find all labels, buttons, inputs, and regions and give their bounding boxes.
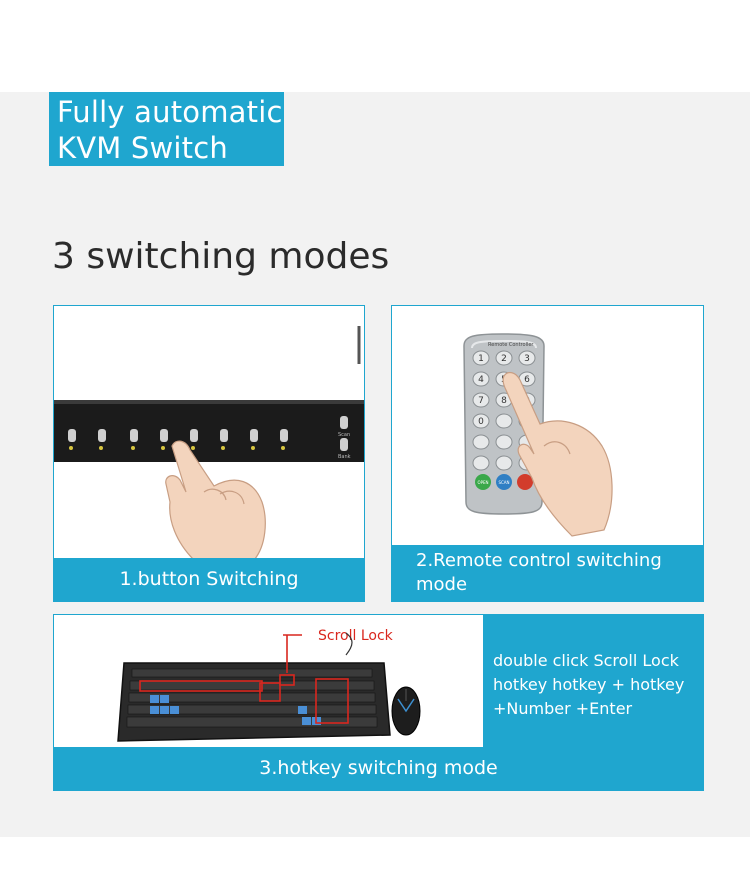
kvm-device-illustration: Scan Bank [54,326,364,560]
remote-key-1: 1 [478,354,484,364]
scroll-lock-callout: Scroll Lock [318,628,394,644]
remote-key-2: 2 [501,354,507,364]
remote-key-6: 6 [524,375,530,385]
remote-illustration: Remote Controller 1 2 3 4 5 6 7 8 9 0 OP… [463,333,613,537]
remote-key-3: 3 [524,354,530,364]
mode-label-remote: 2.Remote control switching mode [392,545,703,601]
port-leds [69,446,285,450]
mode-label-remote-line-2: mode [416,574,468,595]
mouse-icon [391,686,421,736]
remote-red-key [517,474,533,490]
keyboard-keys [126,668,378,728]
hotkey-desc-line-1: double click Scroll Lock [493,651,679,670]
section-heading: 3 switching modes [52,236,390,277]
hand-icon [502,371,613,537]
title-badge: Fully automatic KVM Switch [49,92,284,166]
mode-label-button: 1.button Switching [54,558,364,601]
hotkey-desc-line-2: hotkey hotkey + hotkey [493,675,685,694]
badge-line-2: KVM Switch [57,131,228,165]
scan-label: Scan [338,432,350,438]
hand-icon [165,440,266,560]
mode-label-hotkey: 3.hotkey switching mode [54,747,703,790]
mode-card-button: Scan Bank 1.button Switching [53,305,365,602]
mode-card-remote: Remote Controller 1 2 3 4 5 6 7 8 9 0 OP… [391,305,704,602]
remote-key-0: 0 [478,417,484,427]
remote-key-4: 4 [478,375,484,385]
mode-card-hotkey: Scroll Lock double click Scroll Lock hot… [53,614,704,791]
port-buttons [68,416,348,451]
remote-scan-key [496,474,512,490]
remote-open-label: OPEN [477,480,488,485]
mode-label-remote-line-1: 2.Remote control switching [416,550,662,571]
badge-line-1: Fully automatic [57,95,283,129]
remote-title: Remote Controller [488,342,534,348]
highlight-boxes [139,674,349,724]
remote-key-7: 7 [478,396,484,406]
mouse-cable [345,632,353,656]
remote-scan-label: SCAN [498,480,509,485]
remote-open-key [475,474,491,490]
keyboard-illustration: Scroll Lock [117,628,421,742]
hotkey-desc-line-3: +Number +Enter [493,699,633,718]
remote-key-8: 8 [501,396,507,406]
hotkey-description: double click Scroll Lock hotkey hotkey +… [483,615,703,749]
bank-label: Bank [338,454,351,460]
